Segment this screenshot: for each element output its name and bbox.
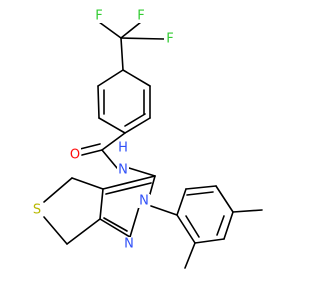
atom-label-pyrazole-n2: N: [139, 194, 149, 209]
bond-line: [216, 215, 225, 236]
atom-labels: F F F O N H N N S: [31, 9, 176, 252]
bond-line: [185, 185, 217, 190]
bond-line: [185, 215, 200, 238]
bond-line: [232, 209, 263, 213]
bond-line: [184, 242, 196, 269]
atom-label-fluorine-3: F: [166, 32, 173, 47]
bond-line: [101, 132, 126, 151]
bond-line: [102, 175, 156, 190]
bond-line: [129, 206, 140, 238]
atom-label-carbonyl-oxygen: O: [70, 148, 80, 163]
bond-line: [99, 188, 104, 220]
bond-line: [223, 211, 234, 240]
bond-line: [124, 113, 146, 127]
bond-line: [186, 191, 214, 196]
bond-line: [98, 117, 126, 134]
bond-line: [105, 182, 152, 195]
bond-line: [97, 85, 100, 119]
bond-line: [149, 175, 156, 195]
atom-label-fluorine-2: F: [137, 9, 144, 24]
bond-line: [103, 217, 128, 232]
bond-line: [124, 117, 151, 134]
bond-line: [215, 185, 234, 213]
bond-line: [98, 21, 122, 39]
bond-line: [43, 177, 73, 203]
bond-line: [99, 218, 131, 238]
atom-label-fluorine-1: F: [95, 9, 102, 24]
atom-label-pyrazole-n1: N: [124, 237, 134, 252]
bond-line: [43, 216, 68, 245]
bond-line: [71, 177, 104, 190]
molecule-structure-diagram: F F F O N H N N S: [31, 9, 263, 269]
bond-line: [97, 69, 124, 87]
bond-line: [176, 188, 187, 216]
bond-line: [120, 37, 165, 40]
bond-line: [101, 149, 118, 169]
atom-label-amide-nitrogen: N: [118, 163, 128, 178]
bond-line: [79, 143, 101, 150]
bond-line: [120, 37, 124, 71]
bond-line: [120, 21, 142, 39]
bond-line: [150, 205, 178, 216]
atom-label-sulfur: S: [33, 203, 41, 218]
atom-label-amide-hydrogen: H: [118, 141, 128, 156]
bond-line: [81, 149, 103, 156]
bond-line: [122, 69, 151, 87]
bond-lines: [43, 21, 263, 269]
bond-line: [176, 214, 196, 244]
bond-line: [66, 218, 101, 245]
bond-line: [128, 167, 156, 177]
bond-line: [194, 238, 225, 244]
